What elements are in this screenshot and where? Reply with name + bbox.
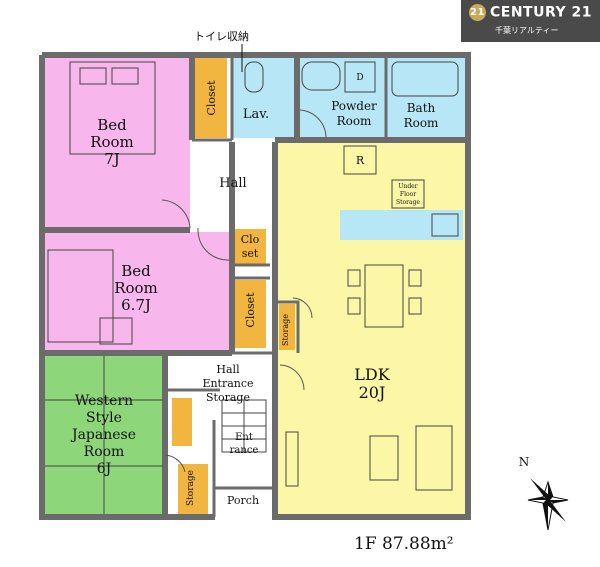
tv-stand: [285, 431, 299, 487]
dining-table: [364, 264, 404, 328]
floor-area: 1F 87.88m²: [354, 534, 454, 554]
bedroom-2-label-2: Room: [114, 279, 158, 297]
bedroom-1-fill: [45, 58, 190, 228]
underfloor-storage-label-2: Floor: [400, 191, 416, 198]
coffee-table: [369, 435, 399, 481]
sink: [301, 61, 341, 91]
toilet: [244, 61, 264, 93]
storage-2-label: Storage: [186, 470, 196, 506]
bedroom-1-label: Bed: [97, 116, 127, 134]
powder-room-label-2: Room: [337, 114, 372, 128]
bed-2: [47, 249, 114, 343]
toilet-storage-callout: トイレ収納: [194, 30, 249, 43]
hall-entrance-storage-label-3: Storage: [206, 391, 250, 404]
japanese-room-label-4: Room: [84, 444, 125, 460]
lav-label: Lav.: [243, 107, 269, 122]
hall-label: Hall: [219, 176, 246, 191]
sofa: [415, 425, 453, 491]
closet-2: [234, 229, 266, 265]
door-swings: [161, 109, 327, 473]
storage-1: [279, 304, 295, 350]
powder-room-label: Powder: [331, 99, 377, 113]
bedroom-2-size: 6.7J: [121, 296, 151, 314]
hall-entrance-storage-label: Hall: [216, 363, 240, 376]
refrigerator-mark: R: [356, 154, 365, 167]
closet-2-label: Clo: [241, 233, 260, 246]
refrigerator: [343, 145, 377, 175]
bedroom-1-size: 7J: [104, 150, 120, 168]
stove: [431, 213, 459, 237]
kitchen-counter: [340, 210, 463, 240]
storage-2: [178, 464, 208, 514]
bedroom-2-label: Bed: [121, 262, 151, 280]
compass-north-label: N: [519, 455, 530, 469]
tatami-lines: [45, 356, 163, 514]
japanese-room-label-2: Style: [86, 410, 122, 426]
hall-entrance-storage-label-2: Entrance: [202, 377, 253, 390]
shoe-storage: [172, 398, 192, 446]
storage-1-label: Storage: [281, 314, 290, 346]
inner-walls: [168, 55, 388, 517]
entrance-steps: [222, 400, 266, 452]
japanese-room-label: Western: [75, 393, 133, 409]
entrance-label-2: rance: [230, 445, 259, 456]
bath-room-label: Bath: [407, 101, 436, 115]
walls: [39, 52, 471, 520]
underfloor-storage-label-3: Storage: [396, 199, 420, 206]
ldk-label: LDK: [354, 365, 390, 384]
closet-2-label-2: set: [242, 247, 259, 260]
closet-3: [234, 280, 266, 348]
bath-room-label-2: Room: [404, 116, 439, 130]
brand-subtitle: 千葉リアルティー: [495, 26, 559, 35]
bed-1: [69, 61, 156, 155]
porch-label: Porch: [227, 494, 259, 507]
underfloor-storage: [391, 179, 425, 209]
bedroom-1-label-2: Room: [90, 133, 134, 151]
dryer-mark: D: [356, 73, 363, 83]
bath-room-fill: [386, 58, 466, 138]
closet-1: [195, 58, 227, 138]
japanese-room-size: 6J: [97, 461, 112, 477]
japanese-room-label-3: Japanese: [70, 427, 136, 443]
washer: [344, 61, 376, 93]
bathtub: [391, 61, 459, 97]
brand-name-text: CENTURY 21: [490, 4, 592, 21]
brand-badge-icon: 21: [469, 4, 486, 21]
powder-room-fill: [300, 58, 386, 138]
underfloor-storage-label: Under: [398, 183, 417, 190]
closet-3-label: Closet: [244, 292, 257, 328]
ldk-fill: [278, 142, 465, 514]
bedroom-2-fill: [45, 232, 230, 350]
desk: [99, 317, 133, 345]
ldk-size: 20J: [359, 383, 386, 402]
closet-1-label: Closet: [205, 80, 218, 116]
compass-icon: [527, 478, 569, 531]
entrance-label: Ent: [235, 432, 253, 443]
